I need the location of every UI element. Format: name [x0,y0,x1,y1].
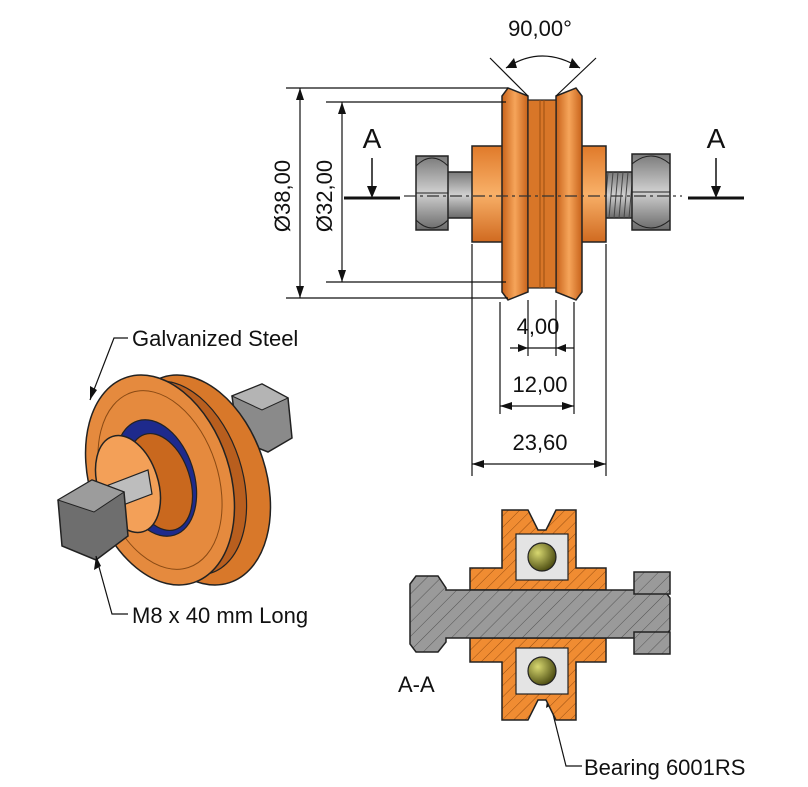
groove-width-dimension: 4,00 [517,314,560,339]
bearing-ball-top [527,542,557,572]
front-wheel-right-rim [555,87,583,301]
bearing-ball-bottom [527,656,557,686]
outer-diameter-dimension: Ø38,00 [270,160,295,232]
section-view [409,509,671,721]
inner-diameter-dimension: Ø32,00 [312,160,337,232]
bolt-callout: M8 x 40 mm Long [132,603,308,628]
section-marker-right: A [707,123,726,154]
dimension-diameters [286,87,508,299]
section-nut-bottom [633,631,671,655]
rim-width-dimension: 12,00 [512,372,567,397]
section-label: A-A [398,672,435,697]
front-view [404,87,682,301]
isometric-view [56,374,293,586]
section-nut-top [633,571,671,595]
bearing-callout: Bearing 6001RS [584,755,745,780]
front-bolt-head [415,155,449,231]
callout-leaders [89,337,582,767]
section-marker-left: A [363,123,382,154]
material-callout: Galvanized Steel [132,326,298,351]
section-markers: A A [344,123,744,200]
dimension-widths [471,244,607,476]
front-nut [631,153,671,231]
total-width-dimension: 23,60 [512,430,567,455]
front-wheel-groove [527,99,557,289]
angle-dimension: 90,00° [508,16,572,41]
front-wheel-left-rim [501,87,529,301]
